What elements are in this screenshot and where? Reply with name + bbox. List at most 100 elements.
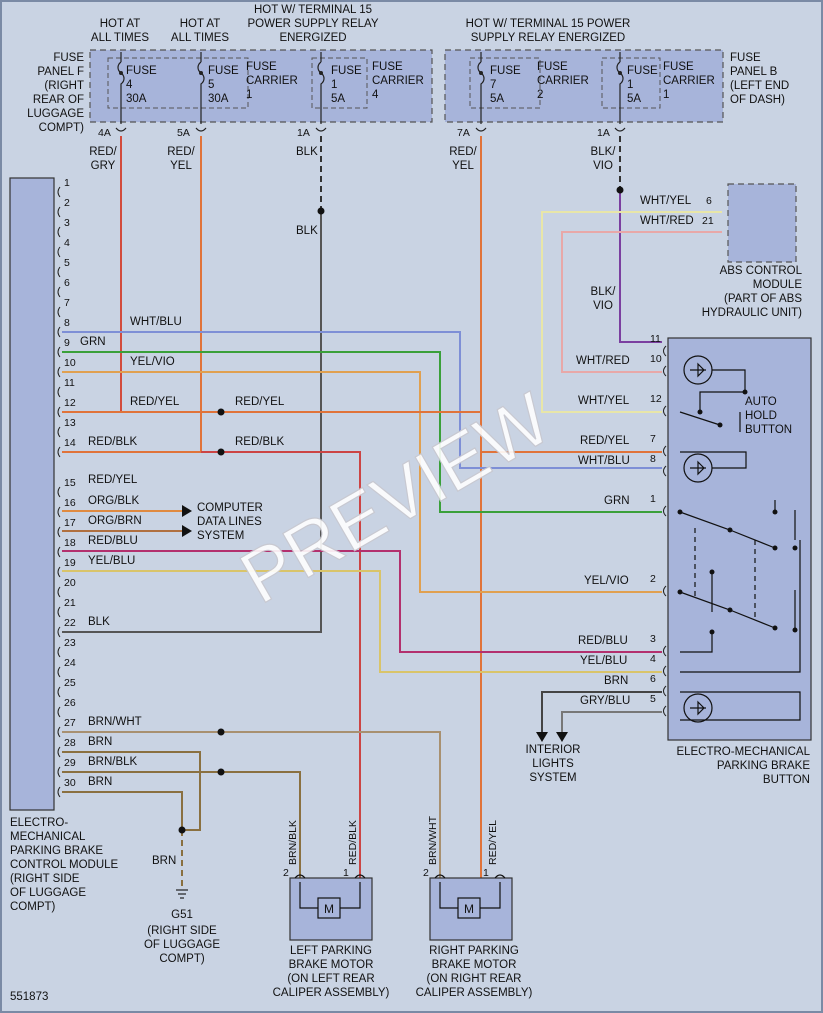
- ground-wire-label: BRN: [152, 855, 176, 867]
- module-pin-14: 14: [64, 437, 76, 449]
- wire-p19: YEL/BLU: [88, 555, 135, 567]
- module-pin-27: 27: [64, 717, 76, 729]
- fuse-panel-b: [444, 49, 724, 123]
- left-motor-wire-2: BRN/BLK: [287, 820, 299, 865]
- module-pin-3: 3: [64, 217, 70, 229]
- module-terminal-12: [57, 406, 61, 418]
- button-terminal-5: [663, 705, 667, 717]
- module-terminal-24: [57, 666, 61, 678]
- module-pin-numbers: 1234567891011121314151617181920212223242…: [57, 177, 76, 798]
- module-terminal-10: [57, 366, 61, 378]
- module-terminal-13: [57, 426, 61, 438]
- module-pin-23: 23: [64, 637, 76, 649]
- button-pin-4: 4: [650, 653, 656, 665]
- btn-wire-red-yel: RED/YEL: [580, 435, 630, 447]
- btn-wire-brn: BRN: [604, 675, 628, 687]
- module-pin-25: 25: [64, 677, 76, 689]
- button-terminal-1: [663, 505, 667, 517]
- button-terminal-2: [663, 585, 667, 597]
- module-terminal-3: [57, 226, 61, 238]
- module-terminal-16: [57, 506, 61, 518]
- right-motor-wire-2: BRN/WHT: [427, 815, 439, 865]
- button-terminal-10: [663, 365, 667, 377]
- module-pin-9: 9: [64, 337, 70, 349]
- wire-p18: RED/BLU: [88, 535, 138, 547]
- btn-wire-yel-vio: YEL/VIO: [584, 575, 629, 587]
- module-terminal-18: [57, 546, 61, 558]
- module-terminal-30: [57, 786, 61, 798]
- abs-wire-wht-yel: WHT/YEL: [640, 195, 692, 207]
- wire-red-yel-2: RED/YEL: [449, 146, 477, 172]
- module-terminal-9: [57, 346, 61, 358]
- left-motor-symbol: M: [324, 902, 334, 916]
- module-terminal-23: [57, 646, 61, 658]
- module-terminal-8: [57, 326, 61, 338]
- button-pin-1: 1: [650, 493, 656, 505]
- wire-p9: GRN: [80, 336, 106, 348]
- left-motor-pin-1: 1: [343, 867, 349, 879]
- module-pin-29: 29: [64, 757, 76, 769]
- button-pin-5: 5: [650, 693, 656, 705]
- wire-blk-2: BLK: [296, 225, 318, 237]
- splice-dots: [178, 186, 624, 834]
- wire-red-gry: RED/GRY: [89, 146, 117, 172]
- btn-wire-red-blu: RED/BLU: [578, 635, 628, 647]
- module-pin-22: 22: [64, 617, 76, 629]
- wire-p28: BRN: [88, 736, 112, 748]
- wire-blk-vio-1: BLK/VIO: [591, 146, 617, 172]
- motor-symbols-icon: [294, 874, 506, 919]
- abs-wire-wht-red: WHT/RED: [640, 215, 694, 227]
- module-pin-13: 13: [64, 417, 76, 429]
- module-terminal-7: [57, 306, 61, 318]
- wire-p8: WHT/BLU: [130, 316, 182, 328]
- fuse-subgroup-3: [469, 57, 541, 109]
- button-terminal-8: [663, 465, 667, 477]
- right-motor-symbol: M: [464, 902, 474, 916]
- fuse-panel-f: [89, 49, 433, 123]
- module-pin-19: 19: [64, 557, 76, 569]
- module-pin-21: 21: [64, 597, 76, 609]
- parking-brake-control-module: [9, 177, 55, 811]
- module-terminal-19: [57, 566, 61, 578]
- wire-red-yel-1: RED/YEL: [167, 146, 195, 172]
- button-terminal-3: [663, 645, 667, 657]
- button-pin-3: 3: [650, 633, 656, 645]
- module-pin-17: 17: [64, 517, 76, 529]
- fuse-pin-7a: 7A: [457, 127, 470, 139]
- wire-p14: RED/BLK: [88, 436, 138, 448]
- module-pin-12: 12: [64, 397, 76, 409]
- wire-p15: RED/YEL: [88, 474, 138, 486]
- right-motor-pin-2: 2: [423, 867, 429, 879]
- module-terminal-11: [57, 386, 61, 398]
- module-pin-11: 11: [64, 377, 75, 389]
- wire-p27: BRN/WHT: [88, 716, 142, 728]
- data-arrows: [182, 505, 568, 742]
- module-terminal-15: [57, 486, 61, 498]
- wire-p17: ORG/BRN: [88, 515, 142, 527]
- fuse-subgroup-4: [601, 57, 661, 109]
- module-terminal-14: [57, 446, 61, 458]
- module-pin-20: 20: [64, 577, 76, 589]
- abs-pin-6: 6: [706, 195, 712, 207]
- ground-symbol-icon: [176, 889, 188, 899]
- module-pin-15: 15: [64, 477, 76, 489]
- button-pin-2: 2: [650, 573, 656, 585]
- abs-pin-21: 21: [702, 215, 714, 227]
- diagram-id: 551873: [10, 991, 48, 1003]
